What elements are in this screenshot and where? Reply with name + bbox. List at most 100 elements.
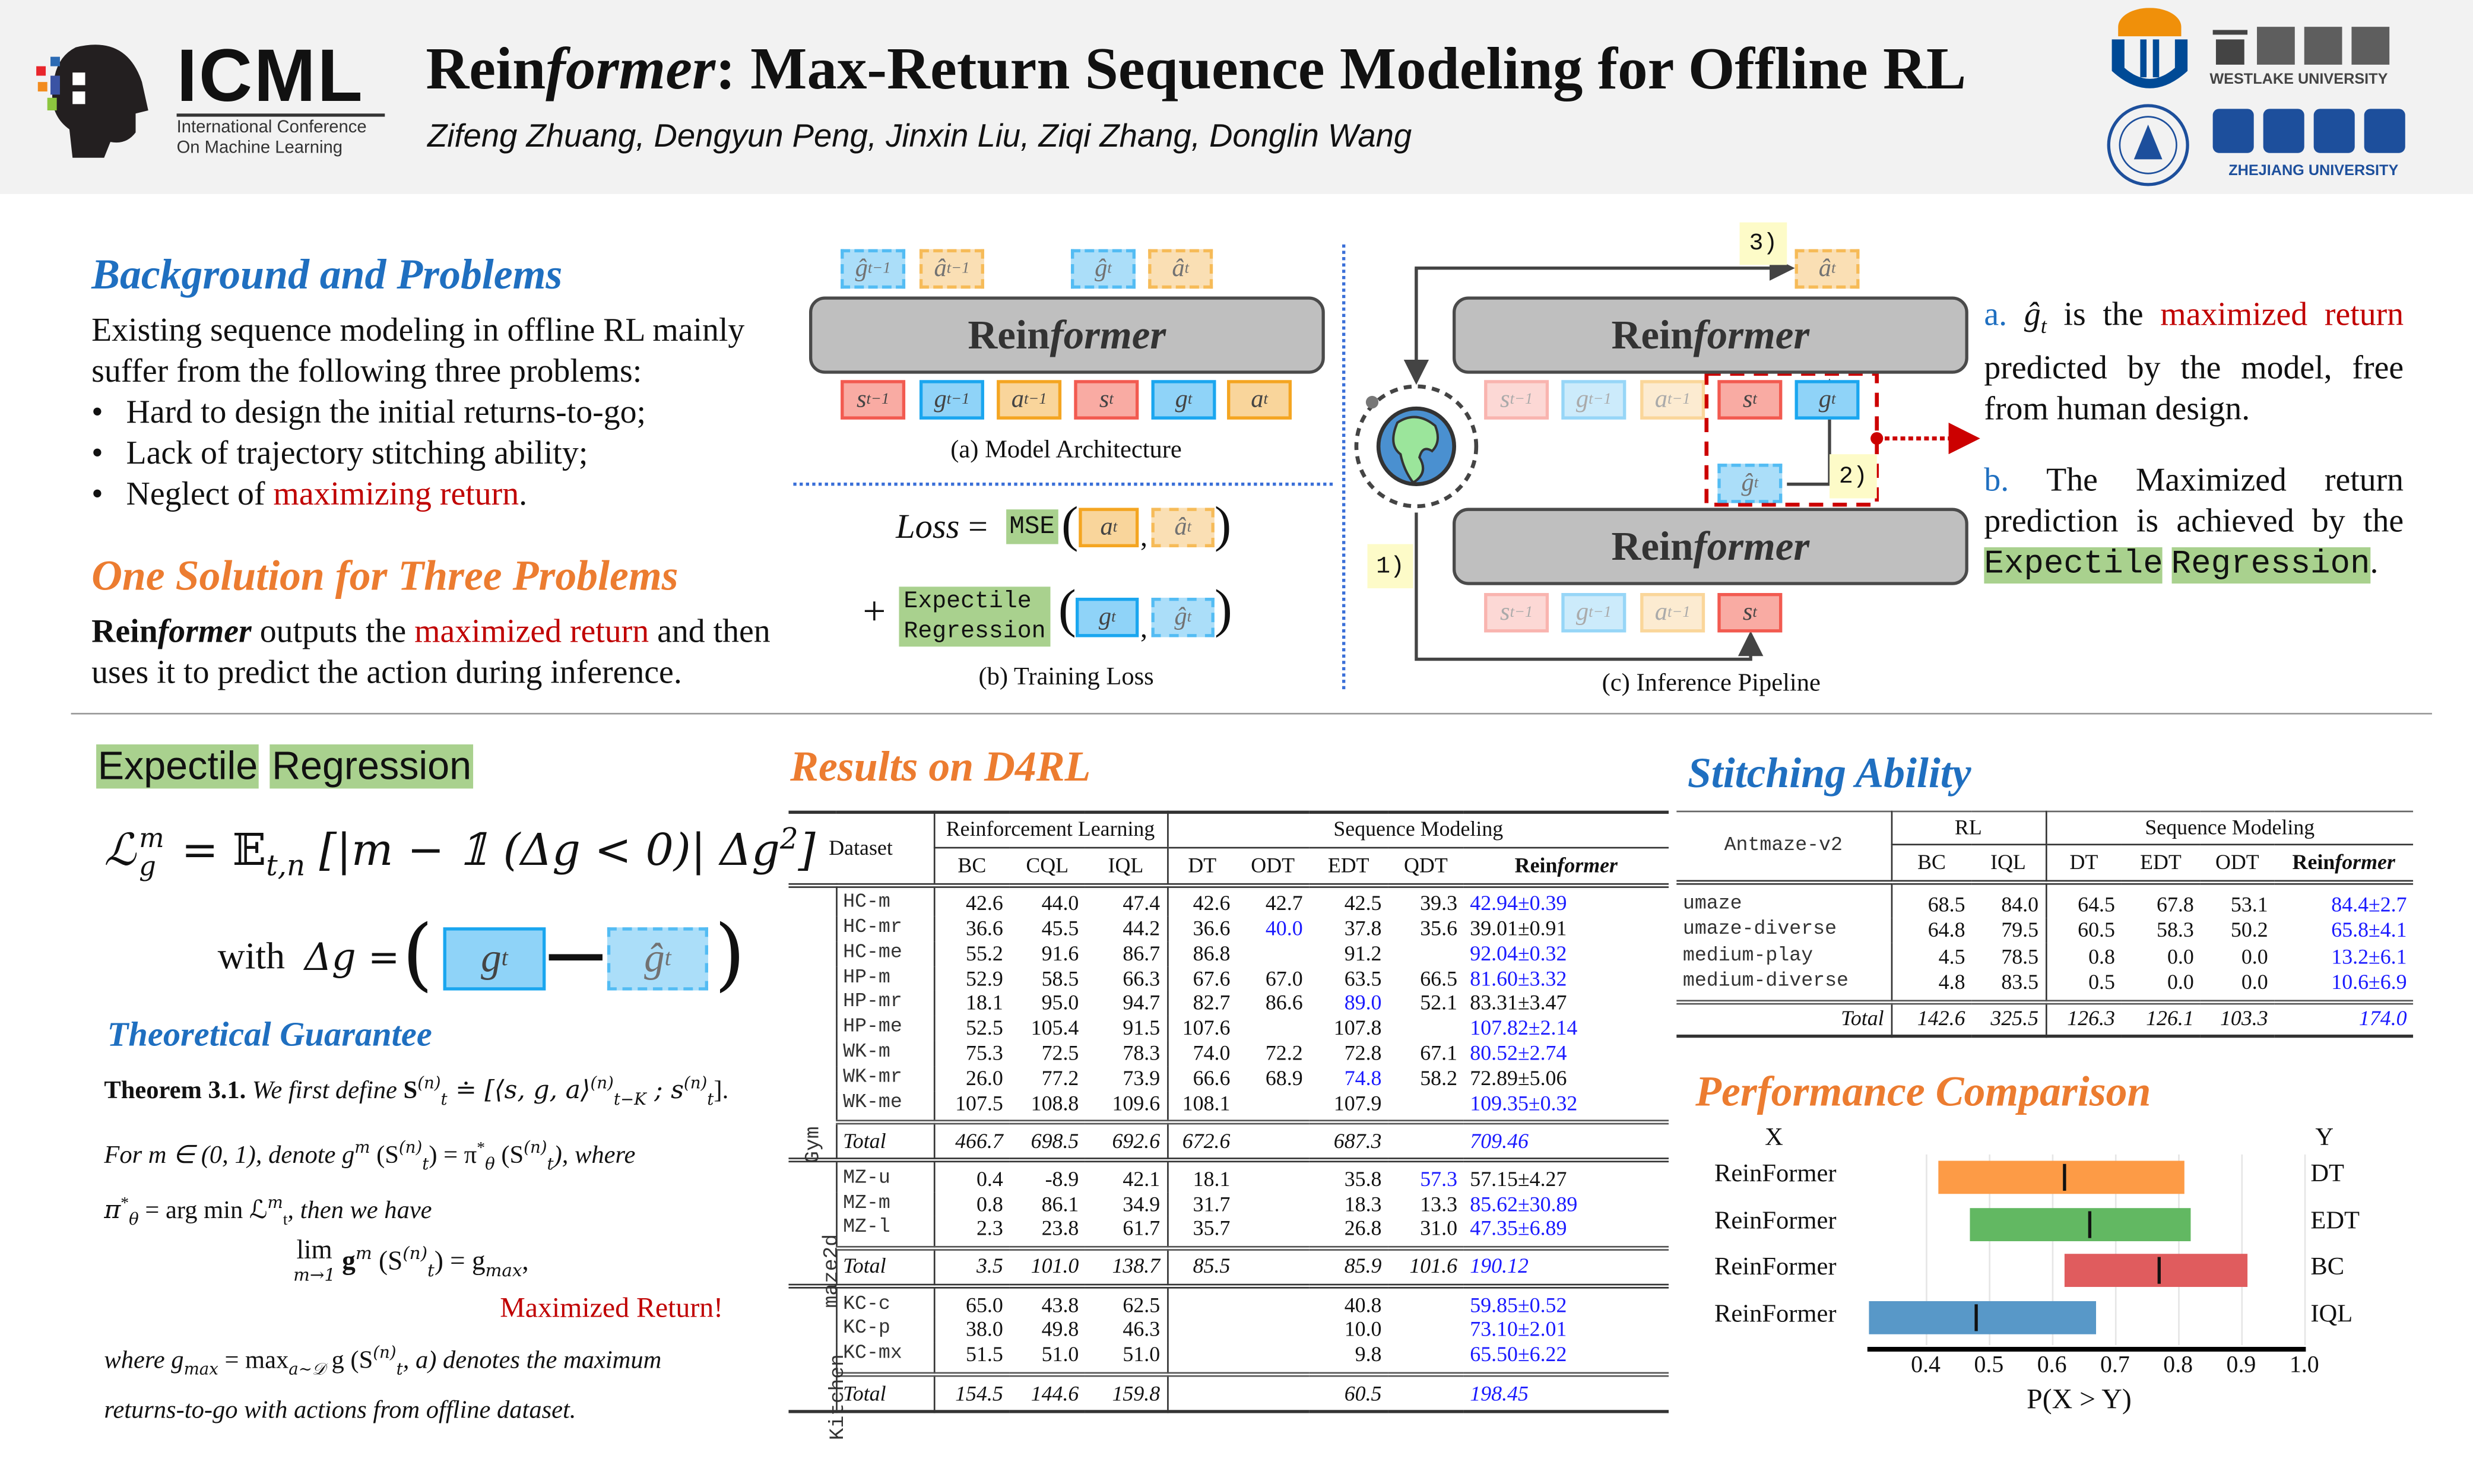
score-cell: 63.5: [1344, 966, 1382, 990]
score-cell: 57.3: [1420, 1166, 1458, 1191]
total-cell: 126.3: [2044, 1001, 2122, 1036]
total-cell: [1236, 1248, 1309, 1286]
dataset-name: umaze: [1682, 892, 1742, 915]
total-cell: 190.12: [1470, 1254, 1529, 1279]
total-cell: 325.5: [1990, 1007, 2039, 1031]
interval-bar-edt: [1970, 1207, 2191, 1241]
score-cell: 105.4: [1031, 1016, 1079, 1040]
score-cell: 58.3: [2157, 918, 2194, 942]
score-cell: 109.35±0.32: [1470, 1090, 1578, 1115]
westlake-emblem-icon: [2111, 8, 2188, 88]
score-cell: [1166, 1286, 1237, 1318]
score-cell: [1236, 1090, 1309, 1122]
score-cell: 67.8: [2157, 892, 2194, 916]
zhejiang-university-logo: ZHEJIANG UNIVERSITY: [2106, 103, 2421, 189]
score-cell: -8.9: [1045, 1166, 1079, 1191]
score-cell: 74.0: [1166, 1041, 1237, 1066]
group-header-sm: Sequence Modeling: [1166, 812, 1669, 848]
title-prefix: Rein: [426, 36, 546, 103]
total-cell: 198.45: [1470, 1381, 1529, 1405]
row-label-y: EDT: [2310, 1207, 2360, 1235]
score-cell: 58.2: [1420, 1066, 1458, 1090]
x-tick-label: 0.4: [1911, 1353, 1941, 1379]
score-cell: 67.1: [1420, 1041, 1458, 1065]
score-cell: 0.0: [2167, 944, 2194, 968]
score-cell: 34.9: [1123, 1191, 1161, 1216]
score-cell: 107.8: [1333, 1016, 1382, 1040]
score-cell: 79.5: [2001, 918, 2039, 942]
total-cell: 85.5: [1166, 1248, 1237, 1286]
score-cell: [1388, 1318, 1464, 1343]
background-title: Background and Problems: [91, 250, 563, 299]
score-cell: 80.52±2.74: [1470, 1041, 1567, 1065]
score-cell: 0.8: [2044, 943, 2122, 971]
row-label-y: DT: [2310, 1160, 2345, 1188]
total-cell: 85.9: [1344, 1254, 1382, 1279]
score-cell: [1166, 1317, 1237, 1343]
score-cell: 72.89±5.06: [1470, 1066, 1567, 1090]
score-cell: 46.3: [1123, 1317, 1161, 1342]
group-label-text: maze2d: [819, 1234, 844, 1308]
x-axis-line: [1867, 1346, 2306, 1352]
icml-head-icon: [36, 45, 148, 158]
caption-model-architecture: (a) Model Architecture: [950, 436, 1182, 464]
column-header-odt: ODT: [2215, 850, 2259, 874]
score-cell: 42.1: [1123, 1166, 1161, 1191]
row-label-x: ReinFormer: [1714, 1160, 1837, 1188]
minus-sign: [549, 954, 603, 961]
score-cell: 0.5: [2044, 970, 2122, 1002]
column-header-dt: DT: [1166, 846, 1237, 885]
score-cell: 75.3: [933, 1041, 1010, 1066]
dataset-name: HC-m: [835, 884, 934, 917]
score-cell: [1388, 1016, 1464, 1041]
score-cell: 0.4: [933, 1160, 1010, 1192]
dataset-name: HC-mr: [835, 916, 934, 941]
score-cell: 52.5: [933, 1016, 1010, 1041]
score-cell: [1388, 1342, 1464, 1374]
theorem-text: Theorem 3.1. We first define S(n)t ≐ [⟨s…: [104, 1074, 729, 1230]
group-label-text: Gym: [801, 1127, 825, 1164]
gridline: [2052, 1154, 2054, 1346]
dataset-name: KC-c: [835, 1286, 934, 1318]
x-tick-label: 1.0: [2289, 1353, 2319, 1379]
total-cell: 138.7: [1112, 1254, 1161, 1279]
score-cell: 109.6: [1112, 1090, 1161, 1115]
dataset-name: KC-p: [835, 1317, 934, 1343]
interval-bar-iql: [1869, 1301, 2097, 1334]
score-cell: 55.2: [933, 941, 1010, 966]
group-label-text: Kitchen: [825, 1355, 849, 1441]
total-cell: 101.0: [1031, 1254, 1079, 1279]
score-cell: 38.0: [933, 1317, 1010, 1343]
bullet-item: •Hard to design the initial returns-to-g…: [91, 392, 646, 431]
dataset-name: MZ-u: [835, 1160, 934, 1192]
st-group-header-sm: Sequence Modeling: [2044, 811, 2414, 846]
column-header-italic: former: [2335, 850, 2395, 874]
step-1-label: 1): [1367, 544, 1413, 589]
step-3-label: 3): [1739, 222, 1787, 265]
caption-training-loss: (b) Training Loss: [978, 664, 1154, 691]
delta-g-label: Δg =: [304, 935, 400, 979]
dataset-name: KC-mx: [835, 1342, 934, 1374]
dataset-name: medium-diverse: [1682, 970, 1849, 992]
group-label-maze2d: maze2d: [788, 1160, 843, 1308]
zhejiang-seal-icon: [2107, 104, 2189, 186]
column-header-qdt: QDT: [1404, 852, 1448, 877]
background-bullets: •Hard to design the initial returns-to-g…: [91, 391, 785, 514]
divider-dotted-v: [1342, 244, 1346, 690]
column-header-edt: EDT: [1327, 852, 1369, 877]
divider-dotted-h: [793, 483, 1333, 486]
